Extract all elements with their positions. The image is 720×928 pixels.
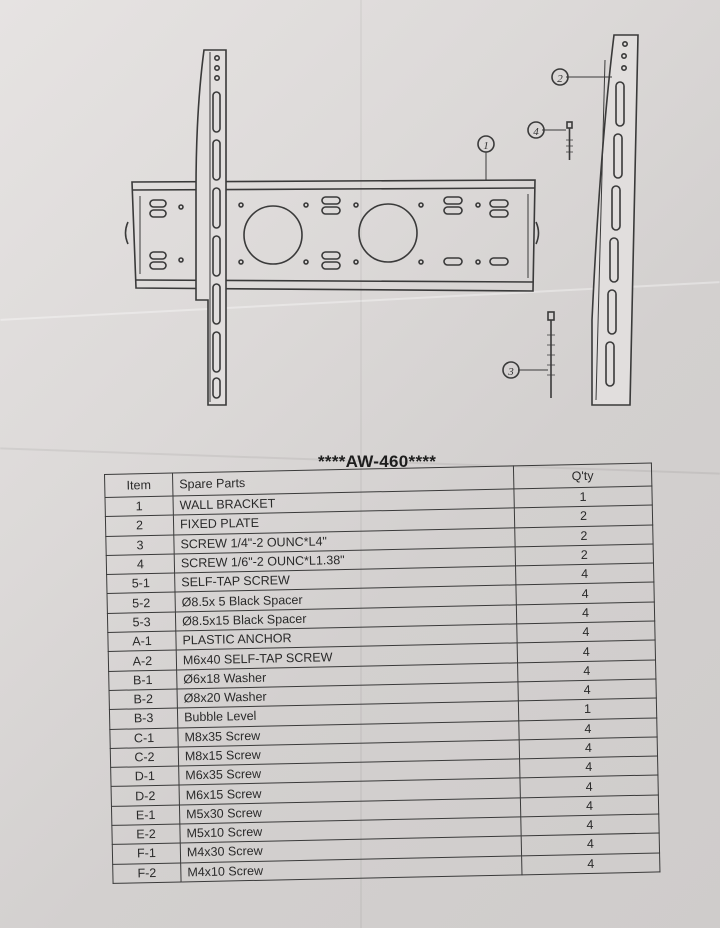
item-cell: C-1 — [109, 727, 179, 749]
svg-text:3: 3 — [507, 366, 514, 378]
model-title: ****AW-460**** — [318, 452, 437, 471]
svg-text:4: 4 — [533, 126, 539, 138]
item-cell: F-1 — [112, 843, 181, 865]
item-cell: F-2 — [112, 862, 182, 884]
item-cell: E-2 — [111, 824, 181, 845]
item-cell: 1 — [104, 496, 174, 517]
item-cell: 3 — [105, 534, 175, 556]
qty-cell: 4 — [521, 852, 660, 875]
header-item: Item — [104, 473, 173, 498]
bracket-diagram: 1 2 3 4 — [124, 34, 639, 406]
item-cell: 5-2 — [107, 592, 176, 614]
item-cell: A-2 — [108, 650, 177, 672]
fixed-plate-right-drawing — [591, 34, 639, 406]
callout-2: 2 — [551, 68, 569, 86]
item-cell: 2 — [105, 515, 174, 537]
wall-bracket-drawing — [124, 179, 540, 292]
fixed-plate-left-drawing — [195, 49, 227, 406]
screw-3-drawing — [547, 311, 555, 398]
item-cell: C-2 — [110, 746, 179, 768]
svg-text:2: 2 — [557, 73, 563, 85]
screw-4-drawing — [566, 121, 573, 160]
item-cell: B-1 — [108, 669, 178, 691]
item-cell: 5-1 — [106, 573, 175, 594]
item-cell: A-1 — [107, 631, 177, 652]
item-cell: B-3 — [109, 708, 178, 729]
item-cell: D-2 — [111, 785, 180, 807]
callout-4: 4 — [527, 121, 545, 139]
item-cell: D-1 — [110, 766, 180, 787]
item-cell: 5-3 — [107, 611, 176, 633]
callout-3: 3 — [502, 361, 520, 379]
item-cell: B-2 — [109, 688, 178, 710]
svg-text:1: 1 — [483, 140, 489, 152]
callout-1: 1 — [477, 135, 495, 153]
header-qty: Q'ty — [513, 463, 652, 489]
item-cell: 4 — [106, 553, 175, 575]
item-cell: E-1 — [111, 804, 180, 826]
